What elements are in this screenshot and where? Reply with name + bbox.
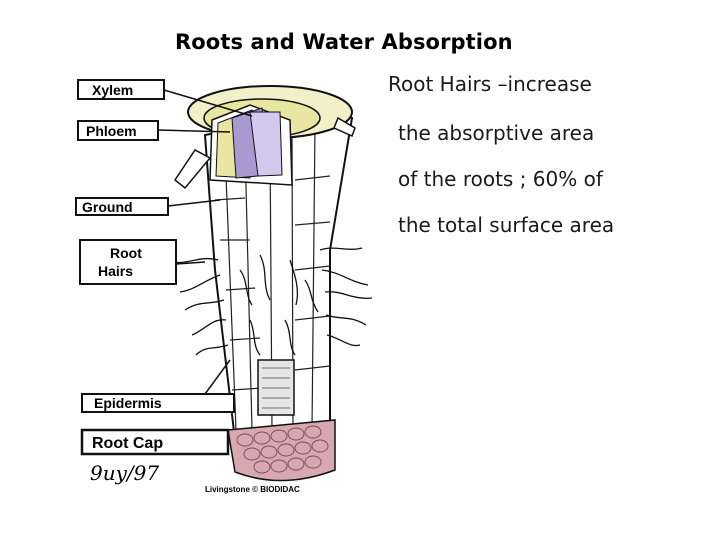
label-epidermis: Epidermis bbox=[81, 359, 235, 413]
label-epidermis-text: Epidermis bbox=[94, 395, 162, 411]
credit-text: Livingstone © BIODIDAC bbox=[205, 485, 300, 494]
label-root-cap-text: Root Cap bbox=[92, 435, 163, 452]
root-hairs bbox=[171, 247, 373, 356]
label-ground-text: Ground bbox=[82, 199, 133, 215]
signature: 9uy/97 bbox=[90, 461, 159, 485]
label-ground: Ground bbox=[75, 197, 221, 216]
label-root-cap: Root Cap bbox=[80, 428, 230, 456]
label-root-hairs-line1: Root bbox=[110, 245, 142, 261]
body-line-1: Root Hairs –increase bbox=[388, 72, 592, 96]
label-xylem: Xylem bbox=[77, 79, 253, 117]
root-body bbox=[173, 85, 356, 441]
label-root-hairs-line2: Hairs bbox=[98, 263, 133, 279]
label-xylem-text: Xylem bbox=[92, 82, 133, 98]
body-line-3: of the roots ; 60% of bbox=[398, 167, 603, 191]
slide-title: Roots and Water Absorption bbox=[175, 30, 513, 54]
body-line-4: the total surface area bbox=[398, 213, 615, 237]
root-cap bbox=[227, 419, 336, 482]
label-root-hairs: Root Hairs bbox=[79, 239, 206, 285]
label-phloem-text: Phloem bbox=[86, 123, 137, 139]
body-line-2: the absorptive area bbox=[398, 121, 595, 145]
label-phloem: Phloem bbox=[77, 120, 231, 141]
